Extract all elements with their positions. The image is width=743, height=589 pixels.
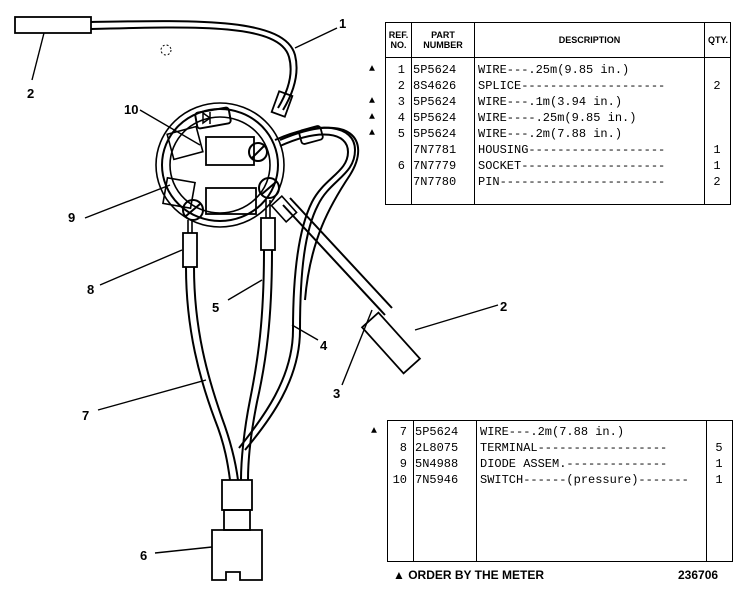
footnote-order-by-meter: ▲ ORDER BY THE METER (393, 568, 545, 582)
callout-4: 4 (320, 338, 328, 353)
order-by-meter-mark: ▲ (371, 426, 378, 437)
lead-terminal-top-left (14, 16, 92, 34)
parts-table-lower (387, 420, 733, 562)
quantity: 5 (715, 441, 723, 455)
table-row: 10 7N5946 SWITCH------(pressure)------- 1 (387, 472, 733, 488)
quantity: 1 (715, 473, 723, 487)
callout-3: 3 (333, 386, 340, 401)
part-number: 5P5624 (413, 111, 457, 125)
header-description: DESCRIPTION (558, 35, 621, 45)
parts-table-upper: REF. NO. PART NUMBER DESCRIPTION QTY. (385, 22, 731, 205)
description: WIRE----.25m(9.85 in.) (478, 111, 637, 125)
terminal-left (182, 232, 198, 268)
description: SPLICE-------------------- (478, 79, 666, 93)
ref-number: 5 (397, 127, 405, 141)
quantity: 1 (715, 457, 723, 471)
quantity: 1 (713, 143, 721, 157)
table-row: 9 5N4988 DIODE ASSEM.-------------- 1 (387, 456, 733, 472)
screw-1 (248, 142, 268, 162)
callout-5: 5 (212, 300, 219, 315)
table-row: 7N7780 PIN----------------------- 2 (385, 174, 731, 190)
table-row: ▲ 7 5P5624 WIRE---.2m(7.88 in.) (371, 424, 733, 440)
part-number: 5P5624 (415, 425, 459, 439)
diode-assembly (194, 106, 232, 130)
part-number: 7N7780 (413, 175, 457, 189)
wire-4 (279, 126, 360, 301)
quantity: 2 (713, 79, 721, 93)
header-ref: REF. NO. (388, 30, 409, 50)
table-row: 2 8S4626 SPLICE-------------------- 2 (385, 78, 731, 94)
description: WIRE---.2m(7.88 in.) (480, 425, 625, 439)
table-row: 6 7N7779 SOCKET-------------------- 1 (385, 158, 731, 174)
connector-boot (221, 479, 253, 511)
header-part: PART NUMBER (423, 30, 463, 50)
part-number: 5N4988 (415, 457, 459, 471)
part-number: 7N5946 (415, 473, 459, 487)
figure-number: 236706 (678, 568, 719, 582)
ref-number: 2 (397, 79, 405, 93)
description: WIRE---.1m(3.94 in.) (478, 95, 623, 109)
screw-3 (258, 177, 280, 199)
wire-3 (244, 126, 357, 451)
part-number: 2L8075 (415, 441, 459, 455)
order-by-meter-mark: ▲ (369, 64, 376, 75)
ref-number: 9 (399, 457, 407, 471)
wire-7 (185, 266, 231, 481)
table-row: ▲ 1 5P5624 WIRE---.25m(9.85 in.) (369, 62, 731, 78)
description: SWITCH------(pressure)------- (480, 473, 689, 487)
part-number: 5P5624 (413, 63, 457, 77)
quantity: 2 (713, 175, 721, 189)
description: DIODE ASSEM.-------------- (480, 457, 668, 471)
ref-number: 8 (399, 441, 407, 455)
part-number: 5P5624 (413, 127, 457, 141)
callout-7: 7 (82, 408, 89, 423)
description: WIRE---.25m(9.85 in.) (478, 63, 630, 77)
part-number: 8S4626 (413, 79, 457, 93)
screw-2 (182, 199, 204, 221)
callout-2-left: 2 (27, 86, 34, 101)
lead-terminal-right (360, 311, 422, 375)
terminal-right (260, 217, 276, 251)
order-by-meter-mark: ▲ (369, 128, 376, 139)
description: PIN----------------------- (478, 175, 666, 189)
order-by-meter-mark: ▲ (369, 96, 376, 107)
connector-housing (211, 529, 263, 581)
table-row: ▲ 4 5P5624 WIRE----.25m(9.85 in.) (369, 110, 731, 126)
ref-number: 1 (397, 63, 405, 77)
ref-number: 7 (399, 425, 407, 439)
wire-5 (240, 249, 265, 481)
callout-2-right: 2 (500, 299, 507, 314)
table-row: 7N7781 HOUSING------------------- 1 (385, 142, 731, 158)
wire-1 (90, 20, 298, 111)
description: SOCKET-------------------- (478, 159, 666, 173)
order-by-meter-mark: ▲ (369, 112, 376, 123)
callout-8: 8 (87, 282, 94, 297)
table-row: ▲ 5 5P5624 WIRE---.2m(7.88 in.) (369, 126, 731, 142)
callout-1: 1 (339, 16, 346, 31)
description: TERMINAL------------------ (480, 441, 668, 455)
quantity: 1 (713, 159, 721, 173)
description: HOUSING------------------- (478, 143, 666, 157)
callout-9: 9 (68, 210, 75, 225)
table-row: 8 2L8075 TERMINAL------------------ 5 (387, 440, 733, 456)
callout-6: 6 (140, 548, 147, 563)
table-row: ▲ 3 5P5624 WIRE---.1m(3.94 in.) (369, 94, 731, 110)
callout-10: 10 (124, 102, 138, 117)
ref-number: 3 (397, 95, 405, 109)
ref-number: 10 (392, 473, 407, 487)
part-number: 7N7781 (413, 143, 457, 157)
ref-number: 6 (397, 159, 405, 173)
part-number: 5P5624 (413, 95, 457, 109)
ref-number: 4 (397, 111, 405, 125)
part-number: 7N7779 (413, 159, 457, 173)
header-qty: QTY. (707, 35, 728, 45)
description: WIRE---.2m(7.88 in.) (478, 127, 623, 141)
